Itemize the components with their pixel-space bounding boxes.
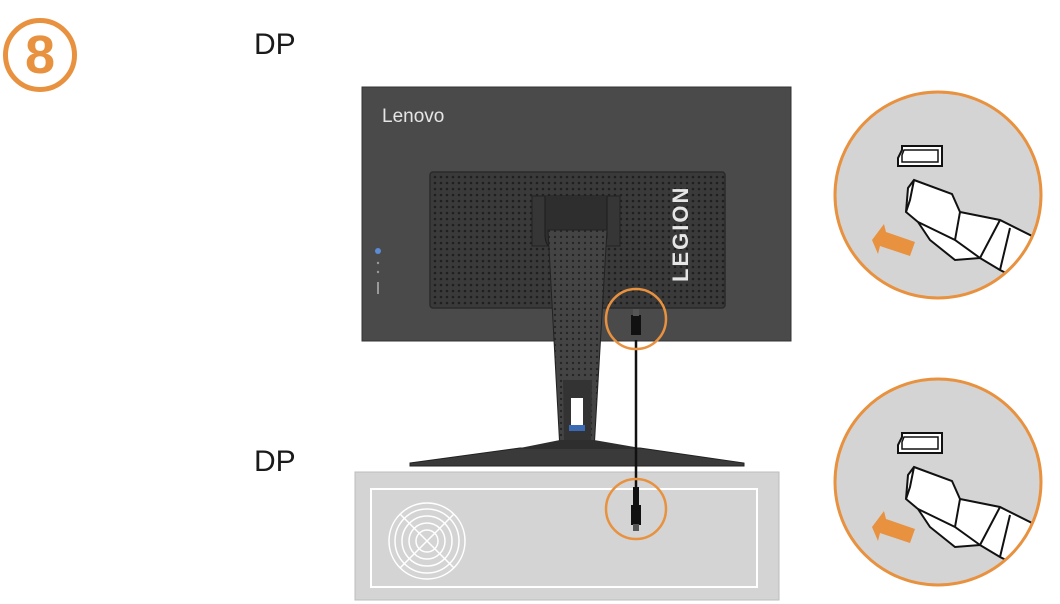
step-number: 8: [24, 25, 56, 85]
displayport-port-icon: [897, 145, 943, 167]
step-badge: 8: [3, 18, 77, 92]
zoom-insert-monitor: [833, 90, 1043, 300]
displayport-cable: [631, 309, 641, 531]
insert-arrow-icon: [872, 511, 915, 543]
lenovo-logo: Lenovo: [382, 106, 444, 127]
insert-arrow-icon: [872, 224, 915, 256]
label-dp-top: DP: [254, 28, 296, 61]
callout-circle-monitor-port: [604, 287, 668, 351]
fan-grille-icon: [388, 502, 466, 580]
zoom-insert-pc: [833, 377, 1043, 587]
callout-circle-pc-port: [604, 477, 668, 541]
pc-case: [354, 471, 780, 601]
monitor-stand: [409, 229, 745, 467]
label-dp-bottom: DP: [254, 445, 296, 478]
legion-logo: LEGION: [668, 186, 693, 282]
displayport-port-icon: [897, 432, 943, 454]
